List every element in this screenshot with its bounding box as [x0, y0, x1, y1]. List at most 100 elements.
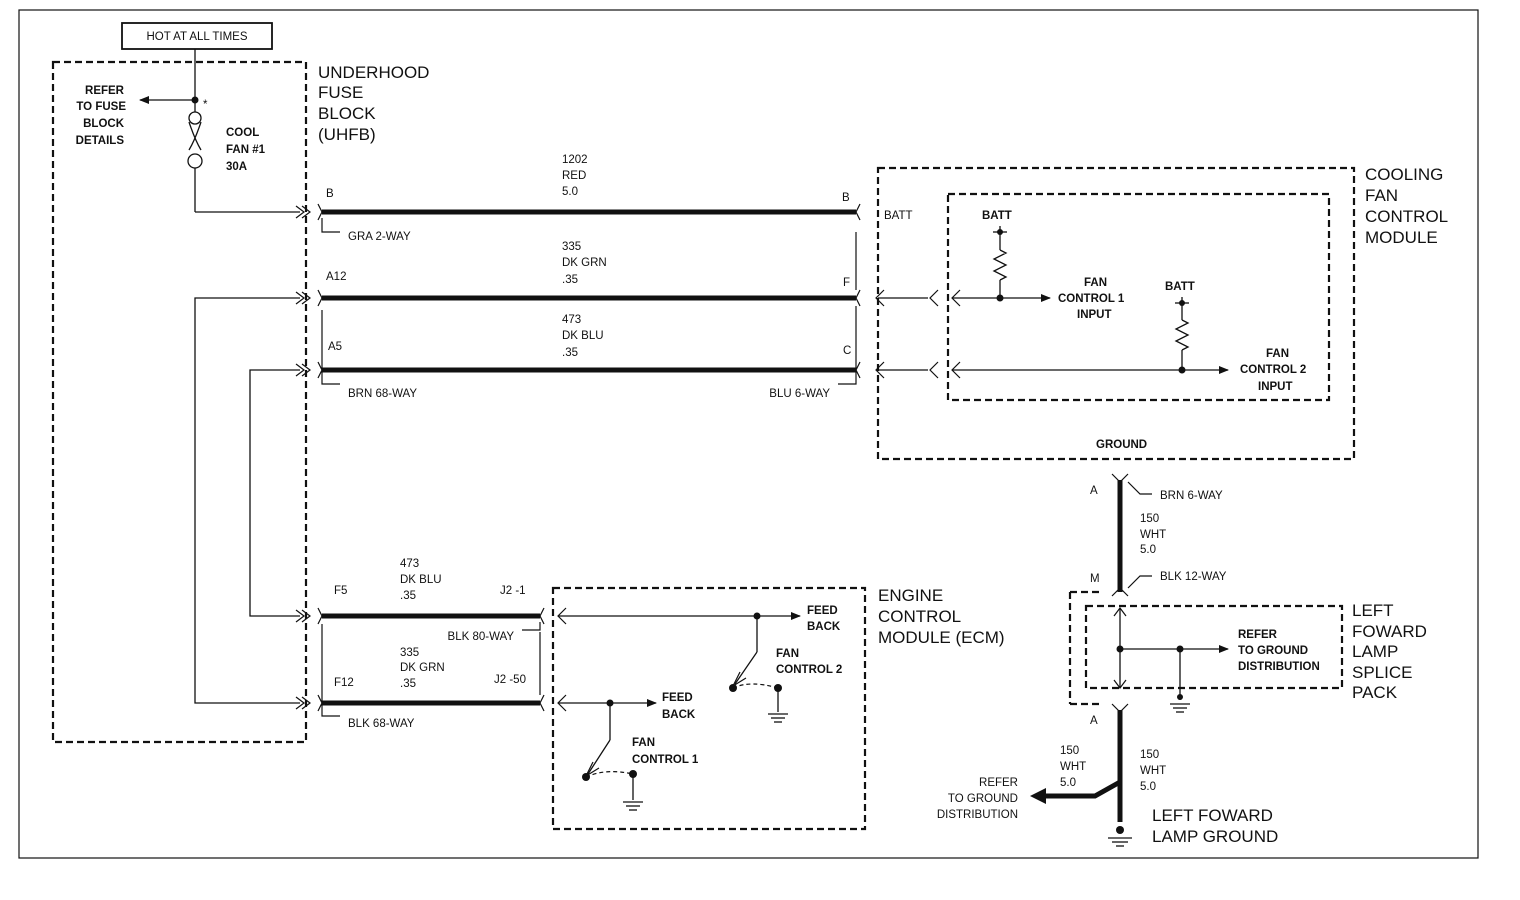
ecm-title-1: ENGINE — [878, 586, 943, 605]
ground-wire-150: A BRN 6-WAY 150 WHT 5.0 M BLK 12-WAY — [1090, 473, 1227, 597]
cfcm-fc2-2: CONTROL 2 — [1240, 364, 1306, 376]
pin-c: C — [843, 345, 851, 357]
splice-refer-1: REFER — [1238, 629, 1278, 641]
uhfb-ecm-loops — [194, 291, 311, 710]
pin-j2-1: J2 -1 — [500, 585, 526, 597]
uhfb-refer-1: REFER — [85, 85, 125, 97]
splice-title-3: LAMP — [1352, 642, 1398, 661]
pin-j2-50: J2 -50 — [494, 674, 526, 686]
ground-refer-2: TO GROUND — [948, 793, 1018, 805]
wire-335-bottom: F12 J2 -50 335 DK GRN .35 BLK 68-WAY — [317, 624, 545, 730]
wire-335-color: DK GRN — [562, 257, 607, 269]
wire-150a-num: 150 — [1140, 513, 1159, 525]
pin-b-left: B — [326, 188, 334, 200]
uhfb-title-2: FUSE — [318, 83, 363, 102]
wire-473-size: .35 — [562, 347, 578, 359]
ecm-title-2: CONTROL — [878, 607, 961, 626]
cfcm-title-1: COOLING — [1365, 165, 1443, 184]
wire-1202-color: RED — [562, 170, 586, 182]
ground-title-2: LAMP GROUND — [1152, 827, 1278, 846]
ecm-feed2-2: BACK — [662, 709, 696, 721]
conn-brn68: BRN 68-WAY — [348, 388, 417, 400]
wire-335-top: A12 F 335 DK GRN .35 — [317, 232, 861, 307]
ground-icon — [1170, 694, 1190, 713]
pin-a5: A5 — [328, 341, 342, 353]
wire-473b-size: .35 — [400, 590, 416, 602]
engine-control-module: ENGINE CONTROL MODULE (ECM) FEED BACK FA… — [551, 586, 1005, 831]
conn-blk12: BLK 12-WAY — [1160, 571, 1227, 583]
wire-150a-color: WHT — [1140, 529, 1166, 541]
wire-1202: B B 1202 RED 5.0 GRA 2-WAY — [195, 154, 861, 243]
pin-m: M — [1090, 573, 1100, 585]
fuse-label-3: 30A — [226, 161, 247, 173]
cfcm-fc1-1: FAN — [1084, 277, 1107, 289]
ecm-feed2-1: FEED — [662, 692, 693, 704]
fuse-label-1: COOL — [226, 127, 259, 139]
uhfb-refer-4: DETAILS — [76, 135, 125, 147]
wire-473-num: 473 — [562, 314, 581, 326]
resistor-2-icon — [1174, 297, 1190, 370]
ground-refer-1: REFER — [979, 777, 1018, 789]
wire-150c-num: 150 — [1140, 749, 1159, 761]
splice-refer-2: TO GROUND — [1238, 645, 1308, 657]
cfcm-ground: GROUND — [1096, 439, 1147, 451]
cfcm-title-4: MODULE — [1365, 228, 1438, 247]
cfcm-batt1: BATT — [982, 210, 1012, 222]
ecm-fc2-2: CONTROL 2 — [776, 664, 842, 676]
conn-blk80: BLK 80-WAY — [448, 631, 515, 643]
wire-473-color: DK BLU — [562, 330, 604, 342]
wire-335b-color: DK GRN — [400, 662, 445, 674]
ecm-title-3: MODULE (ECM) — [878, 628, 1005, 647]
wire-473b-num: 473 — [400, 558, 419, 570]
ecm-fc1-2: CONTROL 1 — [632, 754, 699, 766]
ecm-feed1-2: BACK — [807, 621, 841, 633]
cfcm-fc2-3: INPUT — [1258, 381, 1293, 393]
pin-a12: A12 — [326, 271, 346, 283]
splice-title-2: FOWARD — [1352, 622, 1427, 641]
wire-335-num: 335 — [562, 241, 581, 253]
cfcm-fc1-3: INPUT — [1077, 309, 1112, 321]
wire-150b-num: 150 — [1060, 745, 1079, 757]
wire-150c-size: 5.0 — [1140, 781, 1156, 793]
hot-label: HOT AT ALL TIMES — [147, 31, 248, 43]
fuse-label-2: FAN #1 — [226, 144, 266, 156]
splice-pack: REFER TO GROUND DISTRIBUTION LEFT FOWARD… — [1068, 590, 1427, 713]
wire-473b-color: DK BLU — [400, 574, 442, 586]
uhfb-block: UNDERHOOD FUSE BLOCK (UHFB) REFER TO FUS… — [51, 49, 429, 744]
uhfb-title-4: (UHFB) — [318, 125, 376, 144]
pin-f12: F12 — [334, 677, 354, 689]
wire-473-top: A5 C 473 DK BLU .35 BRN 68-WAY BLU 6-WAY — [317, 306, 861, 400]
wire-335b-size: .35 — [400, 678, 416, 690]
ecm-fc1-1: FAN — [632, 737, 655, 749]
ecm-feed1-1: FEED — [807, 605, 838, 617]
wire-335-size: .35 — [562, 274, 578, 286]
fuse-asterisk: * — [203, 99, 208, 111]
splice-title-4: SPLICE — [1352, 663, 1412, 682]
uhfb-dashed-box — [51, 60, 308, 744]
splice-title-5: PACK — [1352, 683, 1398, 702]
cfcm-title-2: FAN — [1365, 186, 1398, 205]
wire-473-bottom: F5 J2 -1 473 DK BLU .35 BLK 80-WAY — [317, 558, 545, 643]
wire-1202-num: 1202 — [562, 154, 588, 166]
cfcm-batt-pin: BATT — [884, 210, 913, 222]
pin-f: F — [843, 277, 850, 289]
uhfb-refer-3: BLOCK — [83, 118, 125, 130]
ecm-fc2-1: FAN — [776, 648, 799, 660]
splice-refer-3: DISTRIBUTION — [1238, 661, 1320, 673]
cfcm-title-3: CONTROL — [1365, 207, 1448, 226]
cfcm-fc1-2: CONTROL 1 — [1058, 293, 1125, 305]
conn-brn6: BRN 6-WAY — [1160, 490, 1223, 502]
conn-blu6: BLU 6-WAY — [769, 388, 830, 400]
hot-at-all-times-box: HOT AT ALL TIMES — [121, 22, 273, 50]
ground-icon — [1108, 826, 1132, 847]
wire-150b-size: 5.0 — [1060, 777, 1076, 789]
fuse-icon — [187, 100, 203, 212]
conn-blk68: BLK 68-WAY — [348, 718, 415, 730]
resistor-1-icon — [992, 226, 1008, 298]
pin-b-right: B — [842, 192, 850, 204]
cfcm-batt2: BATT — [1165, 281, 1195, 293]
conn-gra2: GRA 2-WAY — [348, 231, 411, 243]
ground-title-1: LEFT FOWARD — [1152, 806, 1273, 825]
pin-f5: F5 — [334, 585, 347, 597]
uhfb-title-3: BLOCK — [318, 104, 376, 123]
